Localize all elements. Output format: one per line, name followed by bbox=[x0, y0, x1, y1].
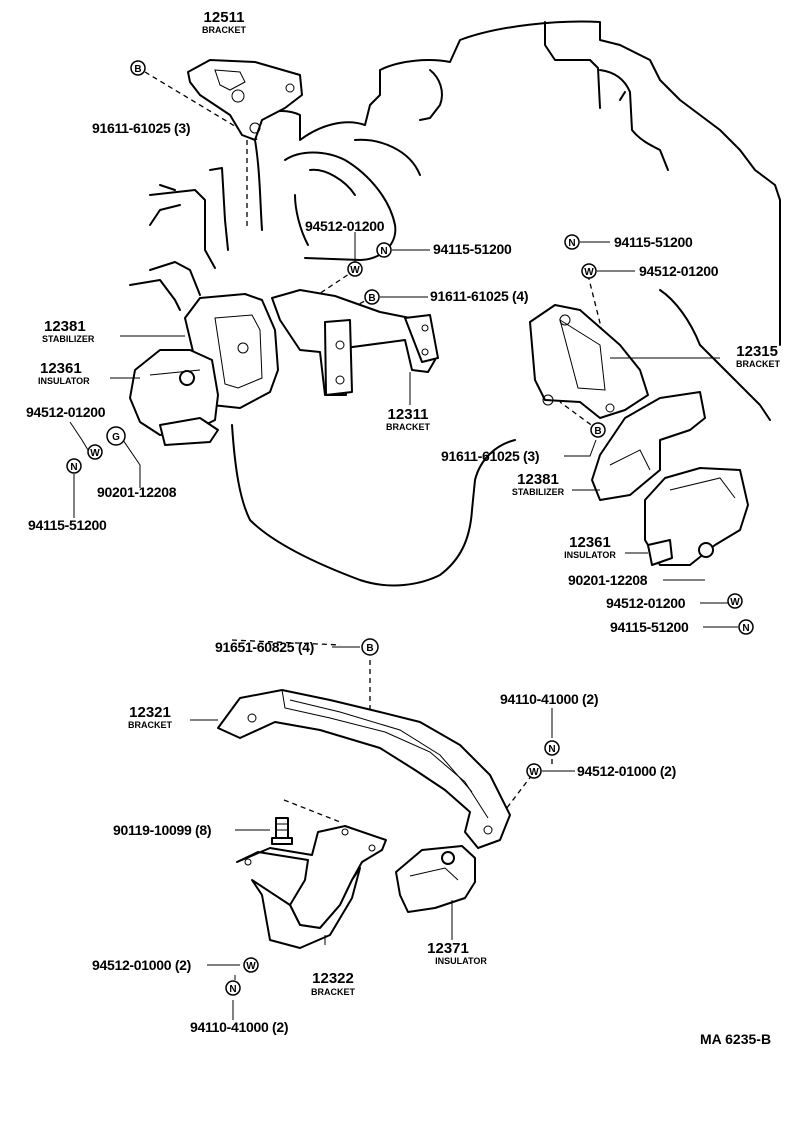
insulator-12371-drawing bbox=[395, 845, 476, 913]
bolt-symbol-icon[interactable]: B bbox=[364, 289, 380, 305]
part-number-94110-41000-2-lower[interactable]: 94110-41000 (2) bbox=[190, 1019, 289, 1035]
svg-text:12511: 12511 bbox=[204, 9, 245, 26]
part-number-91651-60825-4[interactable]: 91651-60825 (4) bbox=[215, 639, 314, 655]
part-label-12361-right[interactable]: 12361 INSULATOR bbox=[564, 534, 616, 560]
part-labels: 12511 BRACKET 91611-61025 (3) 94512-0120… bbox=[26, 9, 781, 1047]
part-number-94512-01000-2-lower[interactable]: 94512-01000 (2) bbox=[92, 957, 191, 973]
svg-text:B: B bbox=[134, 64, 141, 75]
bracket-12315-drawing bbox=[529, 304, 649, 419]
nut-symbol-icon[interactable]: N bbox=[738, 619, 754, 635]
washer-symbol-icon[interactable]: W bbox=[581, 263, 597, 279]
svg-text:12311: 12311 bbox=[388, 406, 429, 423]
bolt-symbol-icon[interactable]: B bbox=[361, 638, 379, 656]
svg-text:12361: 12361 bbox=[40, 360, 82, 377]
nut-symbol-icon[interactable]: N bbox=[544, 740, 560, 756]
svg-text:12361: 12361 bbox=[569, 534, 611, 551]
part-label-12311[interactable]: 12311 BRACKET bbox=[386, 406, 431, 432]
svg-text:BRACKET: BRACKET bbox=[128, 720, 173, 730]
svg-text:N: N bbox=[742, 623, 749, 634]
part-label-12371[interactable]: 12371 INSULATOR bbox=[427, 940, 487, 966]
svg-text:B: B bbox=[368, 293, 375, 304]
part-label-12381-right[interactable]: 12381 STABILIZER bbox=[512, 471, 565, 497]
washer-symbol-icon[interactable]: W bbox=[87, 444, 103, 460]
svg-text:N: N bbox=[380, 246, 387, 257]
part-number-94512-01200-right[interactable]: 94512-01200 bbox=[639, 263, 719, 279]
bolt-symbol-icon[interactable]: B bbox=[130, 60, 146, 76]
left-mount-drawing bbox=[129, 293, 279, 446]
part-number-94115-51200-right2[interactable]: 94115-51200 bbox=[610, 619, 689, 635]
washer-symbol-icon[interactable]: W bbox=[727, 593, 743, 609]
svg-text:B: B bbox=[594, 426, 601, 437]
part-label-12322[interactable]: 12322 BRACKET bbox=[311, 970, 356, 997]
washer-symbol-icon[interactable]: W bbox=[347, 261, 363, 277]
diagram-reference-code: MA 6235-B bbox=[700, 1031, 771, 1047]
washer-symbol-icon[interactable]: W bbox=[243, 957, 259, 973]
part-label-12511[interactable]: 12511 BRACKET bbox=[202, 9, 247, 35]
svg-text:W: W bbox=[90, 448, 100, 459]
part-label-12381-left[interactable]: 12381 STABILIZER bbox=[42, 318, 95, 344]
part-number-94115-51200-left[interactable]: 94115-51200 bbox=[28, 517, 107, 533]
svg-text:INSULATOR: INSULATOR bbox=[564, 550, 616, 560]
part-number-94512-01200[interactable]: 94512-01200 bbox=[305, 218, 385, 234]
engine-block-outline bbox=[129, 20, 781, 587]
svg-text:W: W bbox=[730, 597, 740, 608]
part-label-12361-left[interactable]: 12361 INSULATOR bbox=[38, 360, 90, 386]
svg-text:BRACKET: BRACKET bbox=[311, 987, 356, 997]
svg-text:INSULATOR: INSULATOR bbox=[38, 376, 90, 386]
bracket-12511-drawing bbox=[187, 59, 303, 141]
right-mount-drawing bbox=[591, 391, 749, 566]
svg-text:N: N bbox=[568, 238, 575, 249]
svg-text:INSULATOR: INSULATOR bbox=[435, 956, 487, 966]
bolt-90119-drawing bbox=[271, 817, 293, 845]
svg-text:W: W bbox=[350, 265, 360, 276]
washer-symbol-icon[interactable]: W bbox=[526, 763, 542, 779]
part-number-90201-12208-left[interactable]: 90201-12208 bbox=[97, 484, 177, 500]
bracket-12321-drawing bbox=[217, 689, 511, 849]
svg-text:BRACKET: BRACKET bbox=[202, 25, 247, 35]
svg-text:12371: 12371 bbox=[427, 940, 469, 957]
svg-text:W: W bbox=[246, 961, 256, 972]
svg-text:W: W bbox=[529, 767, 539, 778]
svg-text:12315: 12315 bbox=[736, 343, 778, 360]
part-label-12321[interactable]: 12321 BRACKET bbox=[128, 704, 173, 730]
nut-symbol-icon[interactable]: N bbox=[225, 980, 241, 996]
svg-text:N: N bbox=[70, 462, 77, 473]
svg-text:12381: 12381 bbox=[44, 318, 86, 335]
svg-text:N: N bbox=[229, 984, 236, 995]
part-number-91611-61025-3-right[interactable]: 91611-61025 (3) bbox=[441, 448, 540, 464]
part-number-90119-10099-8[interactable]: 90119-10099 (8) bbox=[113, 822, 212, 838]
svg-text:12322: 12322 bbox=[312, 970, 354, 987]
nut-symbol-icon[interactable]: N bbox=[376, 242, 392, 258]
part-number-94110-41000-2-upper[interactable]: 94110-41000 (2) bbox=[500, 691, 599, 707]
part-number-94512-01000-2-upper[interactable]: 94512-01000 (2) bbox=[577, 763, 676, 779]
part-label-12315[interactable]: 12315 BRACKET bbox=[736, 343, 781, 369]
svg-text:N: N bbox=[548, 744, 555, 755]
part-number-94115-51200[interactable]: 94115-51200 bbox=[433, 241, 512, 257]
part-number-91611-61025-3[interactable]: 91611-61025 (3) bbox=[92, 120, 191, 136]
bracket-12322-drawing bbox=[236, 825, 387, 949]
svg-text:G: G bbox=[112, 432, 120, 443]
svg-text:STABILIZER: STABILIZER bbox=[512, 487, 565, 497]
bracket-12311-drawing bbox=[271, 289, 439, 396]
grommet-symbol-icon[interactable]: G bbox=[106, 426, 126, 446]
part-number-94512-01200-left[interactable]: 94512-01200 bbox=[26, 404, 106, 420]
svg-text:BRACKET: BRACKET bbox=[736, 359, 781, 369]
svg-text:B: B bbox=[366, 643, 373, 654]
svg-text:12381: 12381 bbox=[517, 471, 559, 488]
leader-lines bbox=[69, 232, 738, 1020]
nut-symbol-icon[interactable]: N bbox=[66, 458, 82, 474]
part-number-94512-01200-right2[interactable]: 94512-01200 bbox=[606, 595, 686, 611]
nut-symbol-icon[interactable]: N bbox=[564, 234, 580, 250]
part-number-94115-51200-right[interactable]: 94115-51200 bbox=[614, 234, 693, 250]
bolt-symbol-icon[interactable]: B bbox=[590, 422, 606, 438]
svg-text:W: W bbox=[584, 267, 594, 278]
part-number-91611-61025-4[interactable]: 91611-61025 (4) bbox=[430, 288, 529, 304]
part-number-90201-12208-right[interactable]: 90201-12208 bbox=[568, 572, 648, 588]
svg-text:12321: 12321 bbox=[129, 704, 171, 721]
hardware-symbols: B W N B W G N N bbox=[66, 60, 754, 996]
svg-text:STABILIZER: STABILIZER bbox=[42, 334, 95, 344]
svg-text:BRACKET: BRACKET bbox=[386, 422, 431, 432]
